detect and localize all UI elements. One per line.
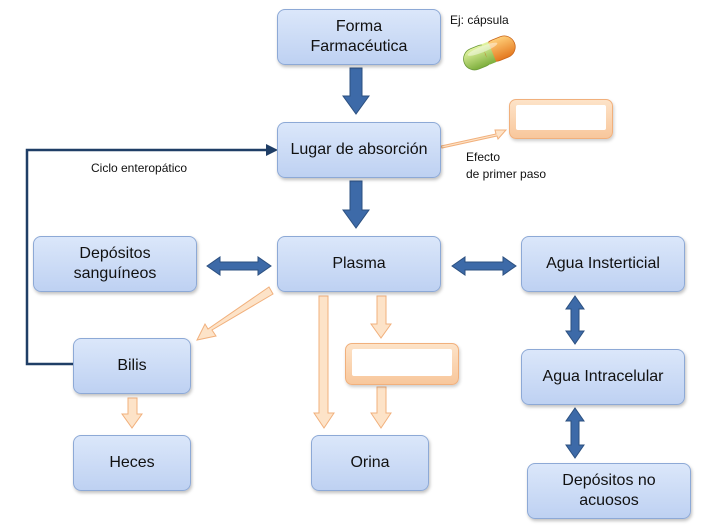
node-agua-intracelular: Agua Intracelular bbox=[521, 349, 685, 405]
arrow-lugar-to-plasma bbox=[342, 180, 370, 229]
enterohepatic-cycle-line bbox=[25, 148, 266, 366]
node-forma-farmaceutica: Forma Farmacéutica bbox=[277, 9, 441, 65]
capsule-icon bbox=[463, 35, 516, 71]
node-lugar-absorcion: Lugar de absorción bbox=[277, 122, 441, 178]
example-label: Ej: cápsula bbox=[450, 13, 509, 27]
arrow-intracelular-depositos-no-acuosos bbox=[565, 407, 585, 459]
arrow-efecto-primer-paso bbox=[440, 129, 508, 149]
first-pass-label-line1: Efecto bbox=[466, 150, 501, 164]
arrow-plasma-to-bilis bbox=[196, 286, 274, 341]
node-orina: Orina bbox=[311, 435, 429, 491]
enterohepatic-cycle-arrowhead bbox=[266, 144, 278, 156]
node-depositos-sanguineos: Depósitos sanguíneos bbox=[33, 236, 197, 292]
blank-box-primer-paso bbox=[509, 99, 613, 139]
node-heces: Heces bbox=[73, 435, 191, 491]
arrow-bilis-to-heces bbox=[121, 397, 143, 429]
node-agua-intersticial: Agua Insterticial bbox=[521, 236, 685, 292]
arrow-plasma-to-reabsorcion bbox=[370, 295, 392, 339]
node-bilis: Bilis bbox=[73, 338, 191, 394]
arrow-forma-to-lugar bbox=[342, 67, 370, 115]
arrow-reabsorcion-to-orina bbox=[370, 386, 392, 429]
arrow-plasma-to-orina bbox=[313, 295, 335, 429]
blank-box-reabsorcion bbox=[345, 343, 459, 385]
arrow-intersticial-intracelular bbox=[565, 295, 585, 345]
first-pass-label-line2: de primer paso bbox=[466, 167, 547, 181]
node-depositos-no-acuosos: Depósitos no acuosos bbox=[527, 463, 691, 519]
arrow-plasma-depositos-sanguineos bbox=[206, 256, 272, 276]
node-plasma: Plasma bbox=[277, 236, 441, 292]
enterohepatic-cycle-label: Ciclo enteropático bbox=[91, 161, 188, 175]
arrow-plasma-agua-intersticial bbox=[451, 256, 517, 276]
